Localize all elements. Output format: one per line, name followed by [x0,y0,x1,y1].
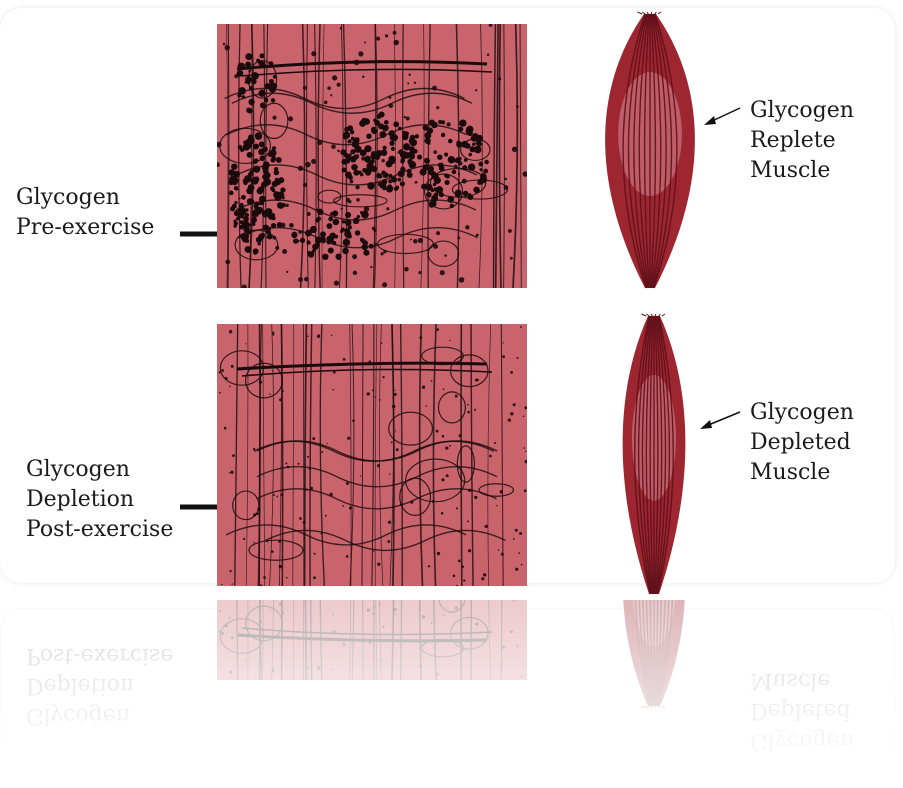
reflected-post-exercise-label: Glycogen Depletion Post-exercise [26,640,173,730]
depleted-muscle-label: Glycogen Depleted Muscle [750,398,854,488]
reflected-micrograph [217,600,527,680]
reflection-area: Glycogen Depletion Post-exercise Glycoge… [0,600,903,788]
pre-exercise-micrograph [217,24,527,288]
post-exercise-micrograph [217,324,527,586]
replete-muscle-label: Glycogen Replete Muscle [750,96,854,186]
reflected-muscle-icon [612,600,696,710]
post-exercise-label: Glycogen Depletion Post-exercise [26,455,173,545]
depleted-pointer-arrow [698,408,742,432]
pre-exercise-label: Glycogen Pre-exercise [16,183,154,243]
replete-pointer-arrow [702,104,742,128]
glycogen-replete-muscle-icon [594,10,706,292]
reflected-depleted-muscle-label: Glycogen Depleted Muscle [750,665,854,755]
glycogen-depleted-muscle-icon [612,312,696,598]
